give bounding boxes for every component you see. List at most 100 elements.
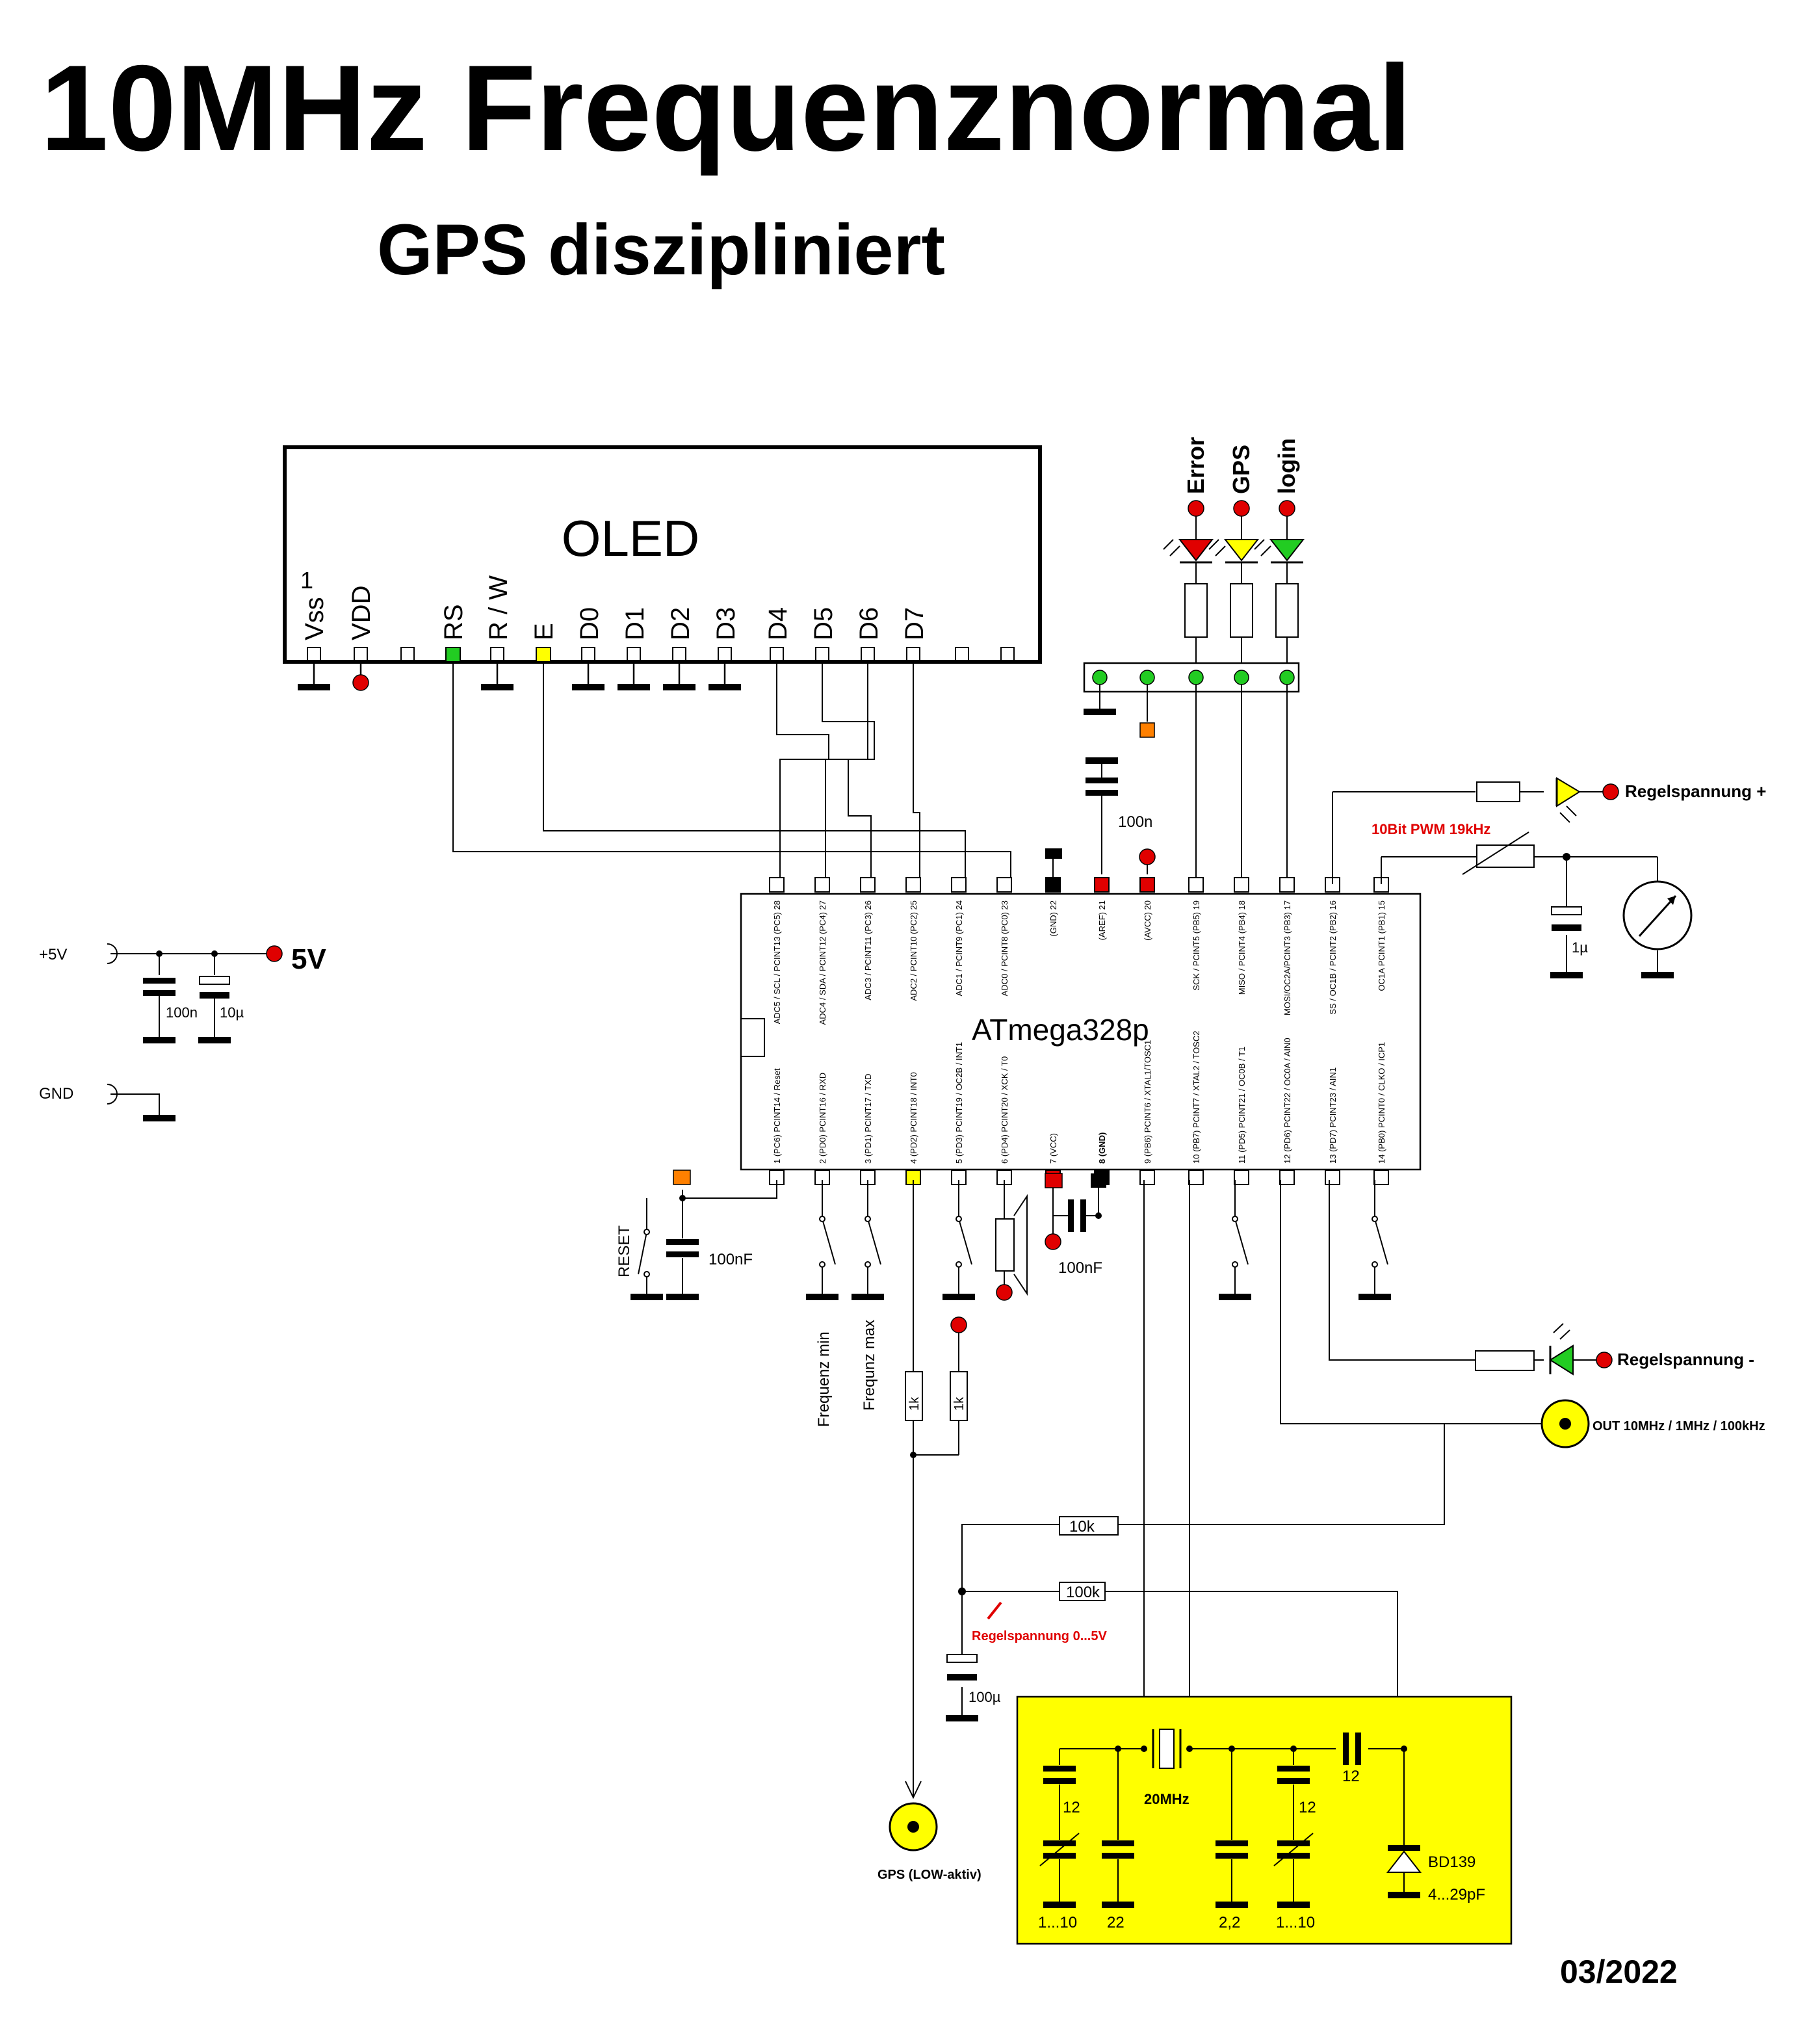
mcu-top-pin-label: (AREF) 21	[1097, 900, 1107, 940]
gnd-label: GND	[39, 1085, 73, 1103]
mcu-bottom-pin-label: 12 (PD6) PCINT22 / OC0A / AIN0	[1282, 1038, 1292, 1164]
crystal-label: 20MHz	[1144, 1791, 1190, 1807]
reg-minus-label: Regelspannung -	[1617, 1350, 1754, 1369]
mcu-top-pin	[814, 877, 830, 893]
mcu-bottom-pin	[1234, 1170, 1249, 1185]
osc-c12c-label: 12	[1342, 1768, 1360, 1785]
oled-label: OLED	[562, 510, 699, 567]
pwm-label: 10Bit PWM 19kHz	[1372, 821, 1490, 837]
oled-pin-labels: Vss VDD RS R / W E D0 D1 D2 D3 D4 D5 D6 …	[300, 575, 929, 640]
mcu-bottom-pin-label: 11 (PD5) PCINT21 / OC0B / T1	[1237, 1047, 1247, 1164]
osc-c12a-label: 12	[1063, 1799, 1080, 1816]
oled-pin-label: E	[530, 623, 558, 640]
osc-diode-label: BD139	[1428, 1853, 1476, 1871]
mcu-top-pin	[1139, 877, 1155, 893]
c-meter-label: 1µ	[1572, 939, 1588, 956]
mcu-bottom-pin-label: 6 (PD4) PCINT20 / XCK / T0	[1000, 1056, 1009, 1164]
mcu-top-pin	[1188, 877, 1204, 893]
mcu-top-pin-label: SCK / PCINT5 (PB5) 19	[1191, 900, 1201, 991]
reg-plus-label: Regelspannung +	[1625, 781, 1766, 801]
r10k-label: 10k	[1069, 1518, 1095, 1536]
mcu-top-pin-label: ADC0 / PCINT8 (PC0) 23	[1000, 900, 1009, 996]
mcu-top-pin	[905, 877, 921, 893]
mcu-bottom-pin-label: 3 (PD1) PCINT17 / TXD	[863, 1074, 873, 1164]
page-subtitle: GPS diszipliniert	[377, 210, 946, 290]
mcu-top-pin-label: ADC1 / PCINT9 (PC1) 24	[954, 900, 964, 996]
oled-pin-label: RS	[439, 604, 468, 640]
mcu-label: ATmega328p	[972, 1013, 1149, 1047]
r100k-label: 100k	[1066, 1584, 1100, 1601]
c100u-label: 100µ	[968, 1689, 1001, 1705]
mcu-top-pin-label: MOSI/OC2A/PCINT3 (PB3) 17	[1282, 900, 1292, 1015]
r2-label: 1k	[952, 1396, 967, 1411]
mcu-chip	[740, 893, 1422, 1171]
mcu-top-pin	[1279, 877, 1295, 893]
mcu-bottom-pin-label: 9 (PB6) PCINT6 / XTAL1/TOSC1	[1143, 1040, 1152, 1164]
oled-pin-label: D1	[621, 607, 649, 640]
oled-pin-label: D3	[712, 607, 740, 640]
freq-max-label: Frequnz max	[861, 1320, 878, 1411]
mcu-top-pin	[769, 877, 785, 893]
osc-trim-a-label: 1...10	[1038, 1914, 1077, 1931]
oled-pin-label: R / W	[484, 575, 513, 640]
mcu-top-pin-label: MISO / PCINT4 (PB4) 18	[1237, 900, 1247, 995]
led-gps-icon	[1223, 539, 1260, 562]
mcu-top-pin	[860, 877, 876, 893]
mcu-bottom-pin	[1188, 1170, 1204, 1185]
mcu-bottom-pin-label: 5 (PD3) PCINT19 / OC2B / INT1	[954, 1042, 964, 1164]
mcu-bottom-pin-label: 4 (PD2) PCINT18 / INT0	[909, 1072, 918, 1164]
gps-input-label: GPS (LOW-aktiv)	[878, 1868, 982, 1882]
mcu-bottom-pin	[1139, 1170, 1155, 1185]
reg-05-label: Regelspannung 0...5V	[972, 1629, 1107, 1643]
c-reset-label: 100nF	[708, 1251, 753, 1268]
mcu-bottom-pin	[1279, 1170, 1295, 1185]
osc-c22-label: 22	[1107, 1914, 1124, 1931]
power-cap1-label: 100n	[166, 1004, 198, 1021]
oscillator-box	[1016, 1695, 1513, 1945]
oled-wires	[452, 660, 1011, 884]
mcu-bottom-pin-label: 1 (PC6) PCINT14 / Reset	[772, 1068, 782, 1164]
osc-diode-range-label: 4...29pF	[1428, 1886, 1485, 1903]
osc-c12b-label: 12	[1299, 1799, 1316, 1816]
date-label: 03/2022	[1560, 1954, 1678, 1990]
oled-pin-label: D0	[575, 607, 604, 640]
mcu-top-pin	[1234, 877, 1249, 893]
varicap-diode-icon	[1386, 1850, 1422, 1873]
power-cap2-label: 10µ	[220, 1004, 244, 1021]
page-title: 10MHz Frequenznormal	[40, 40, 1412, 176]
mcu-top-pin	[996, 877, 1012, 893]
oled-pin1-marker: 1	[300, 567, 313, 594]
led-login-icon	[1269, 539, 1305, 562]
mcu-top-pin-label: (AVCC) 20	[1143, 900, 1152, 941]
oled-pin-label: Vss	[300, 597, 329, 640]
led-label-error: Error	[1182, 437, 1209, 494]
output-label: OUT 10MHz / 1MHz / 100kHz	[1592, 1419, 1765, 1433]
mcu-bottom-pin-label: 14 (PB0) PCINT0 / CLKO / ICP1	[1377, 1042, 1386, 1164]
c-aref-label: 100n	[1118, 813, 1152, 831]
mcu-bottom-pin-label: 7 (VCC)	[1048, 1133, 1058, 1164]
mcu-bottom-pin	[1325, 1170, 1340, 1185]
mcu-top-pin-label: (GND) 22	[1048, 900, 1058, 937]
oled-pins	[307, 647, 1015, 662]
led-label-login: login	[1273, 438, 1300, 494]
oled-pin-label: D2	[666, 607, 695, 640]
oled-pin-label: D7	[900, 607, 929, 640]
mcu-top-pin-label: SS / OC1B / PCINT2 (PB2) 16	[1328, 900, 1338, 1015]
freq-min-label: Frequenz min	[815, 1331, 833, 1427]
oled-pin-label: D6	[855, 607, 883, 640]
led-label-gps: GPS	[1228, 445, 1254, 494]
led-labels: Error GPS login	[1182, 437, 1300, 494]
crystal-icon	[1159, 1729, 1175, 1769]
r1-label: 1k	[907, 1396, 922, 1411]
mcu-top-pin-label: ADC2 / PCINT10 (PC2) 25	[909, 900, 918, 1001]
mcu-top-pin-label: ADC3 / PCINT11 (PC3) 26	[863, 900, 873, 1000]
osc-trim-b-label: 1...10	[1276, 1914, 1315, 1931]
mcu-top-pin-label: ADC5 / SCL / PCINT13 (PC5) 28	[772, 900, 782, 1024]
oled-pin-label: D5	[809, 607, 838, 640]
led-error-icon	[1178, 539, 1214, 562]
oled-display	[283, 445, 1042, 664]
mcu-bottom-pin-label: 2 (PD0) PCINT16 / RXD	[818, 1073, 827, 1164]
mcu-top-pin-label: ADC4 / SDA / PCINT12 (PC4) 27	[818, 900, 827, 1025]
mcu-bottom-pin-label: 13 (PD7) PCINT23 / AIN1	[1328, 1067, 1338, 1164]
